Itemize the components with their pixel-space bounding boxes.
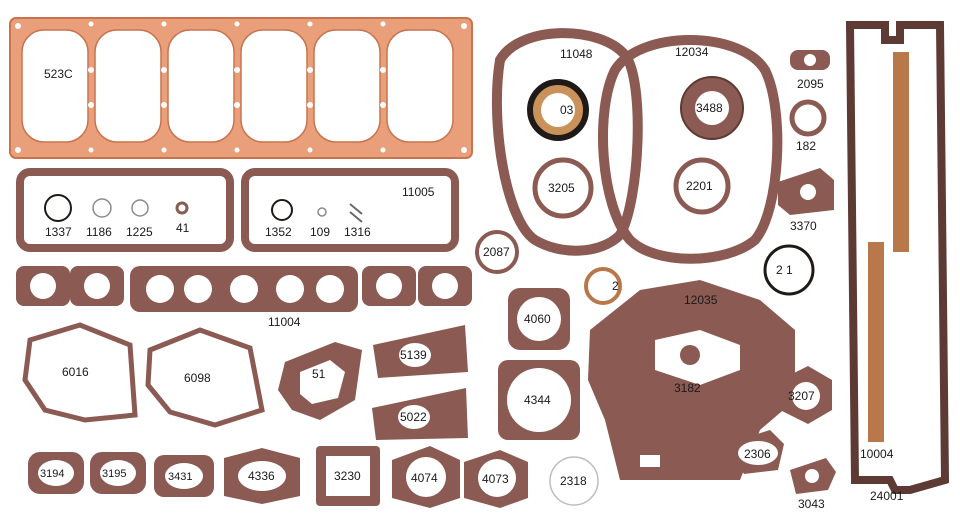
label-1352: 1352	[265, 225, 292, 239]
label-5139: 5139	[400, 348, 427, 362]
gasket-11048: 11048	[491, 28, 643, 256]
label-4060: 4060	[524, 312, 551, 326]
label-6098: 6098	[184, 371, 211, 385]
gasket-2095: 2095	[790, 50, 830, 91]
label-4344: 4344	[524, 393, 551, 407]
label-4336: 4336	[248, 469, 275, 483]
gasket-2306: 2306	[734, 430, 784, 474]
ring-2087: 2087	[475, 230, 519, 274]
gasket-5139: 5139	[373, 325, 468, 378]
label-2318: 2318	[560, 474, 587, 488]
gasket-6098: 6098	[145, 327, 265, 428]
label-3488: 3488	[696, 101, 723, 115]
label-51: 51	[312, 367, 326, 381]
gasket-left-cover: 1337 1186 1225 41	[16, 168, 234, 252]
label-03: 03	[560, 103, 574, 117]
gasket-4073: 4073	[464, 450, 528, 508]
head-gasket: 523C	[9, 17, 473, 159]
gasket-3230: 3230	[316, 446, 380, 506]
ring-2201: 2201	[673, 157, 731, 215]
label-3431: 3431	[168, 471, 192, 483]
label-5022: 5022	[400, 410, 427, 424]
label-24001: 24001	[870, 489, 904, 503]
label-11004: 11004	[268, 315, 301, 329]
gasket-3431: 3431	[154, 455, 214, 497]
label-182: 182	[796, 139, 816, 153]
label-11048: 11048	[560, 47, 593, 61]
label-3043: 3043	[798, 497, 825, 511]
label-11005: 11005	[402, 185, 435, 199]
label-109: 109	[310, 225, 330, 239]
gasket-3194: 3194	[28, 452, 84, 494]
gasket-3207: 3207	[780, 366, 832, 424]
gasket-3370: 3370	[778, 168, 834, 233]
gasket-4060: 4060	[508, 288, 570, 350]
gasket-4344: 4344	[498, 360, 580, 440]
gasket-12035: 12035 3182	[588, 280, 795, 480]
label-3370: 3370	[790, 219, 817, 233]
gasket-12034: 12034	[598, 35, 783, 264]
ring-21: 2 1	[763, 244, 815, 296]
label-10004: 10004	[860, 447, 894, 461]
label-12035: 12035	[684, 293, 718, 307]
label-3230: 3230	[334, 469, 361, 483]
label-2087: 2087	[483, 245, 510, 259]
label-12034: 12034	[675, 45, 709, 59]
ring-2: 2	[584, 267, 622, 305]
label-1337: 1337	[45, 225, 72, 239]
gasket-6016: 6016	[22, 322, 138, 423]
label-523c: 523C	[44, 67, 73, 81]
label-3195: 3195	[102, 468, 126, 480]
label-41: 41	[176, 221, 190, 235]
label-1186: 1186	[86, 225, 112, 239]
gasket-4336: 4336	[224, 448, 300, 504]
seal-03: 03	[527, 79, 589, 141]
ring-182: 182	[789, 99, 827, 153]
label-2: 2	[612, 279, 619, 293]
gasket-4074: 4074	[392, 446, 460, 508]
gasket-3043: 3043	[790, 458, 836, 511]
label-3194: 3194	[40, 468, 64, 480]
label-2095: 2095	[797, 77, 824, 91]
label-3182: 3182	[674, 381, 701, 395]
gasket-24001: 10004 24001	[845, 21, 950, 503]
label-6016: 6016	[62, 365, 89, 379]
ring-3205: 3205	[532, 157, 594, 219]
label-1225: 1225	[126, 225, 153, 239]
label-2306: 2306	[744, 447, 771, 461]
cork-strip-lower	[868, 242, 884, 442]
gasket-11005: 11005 1352 109 1316	[241, 168, 459, 252]
label-3207: 3207	[788, 389, 815, 403]
label-4073: 4073	[482, 472, 509, 486]
label-4074: 4074	[411, 471, 438, 485]
seal-3488: 3488	[680, 76, 744, 140]
label-21: 2 1	[776, 263, 793, 277]
cork-strip-upper	[893, 52, 909, 252]
gasket-51: 51	[278, 342, 362, 420]
gasket-5022: 5022	[372, 388, 468, 440]
gasket-manifold-row: 11004	[16, 266, 472, 329]
label-1316: 1316	[344, 225, 371, 239]
ring-2318: 2318	[549, 456, 599, 506]
label-3205: 3205	[548, 181, 575, 195]
gasket-3195: 3195	[90, 452, 146, 494]
label-2201: 2201	[686, 179, 713, 193]
